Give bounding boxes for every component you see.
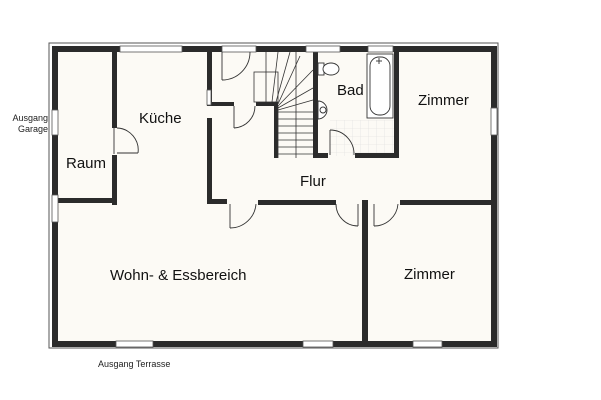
- toilet-icon: [317, 62, 340, 76]
- windows: [51, 45, 498, 348]
- garage-exit-label: Ausgang Garage: [6, 113, 48, 135]
- bathroom-tiles: [330, 120, 398, 156]
- doors: [113, 51, 399, 229]
- room-label-flur: Flur: [300, 173, 326, 190]
- staircase-icon: [253, 51, 314, 158]
- room-label-zimmer-top: Zimmer: [418, 92, 469, 109]
- room-label-wohn-essbereich: Wohn- & Essbereich: [110, 267, 247, 284]
- bathtub-icon: [366, 53, 394, 119]
- outer-frame: [48, 42, 499, 349]
- sink-icon: [317, 100, 328, 120]
- room-label-zimmer-bottom: Zimmer: [404, 266, 455, 283]
- floor-area: [55, 50, 493, 343]
- room-label-raum: Raum: [66, 155, 107, 172]
- garage-exit-line1: Ausgang: [12, 113, 48, 123]
- terrace-exit-label: Ausgang Terrasse: [98, 359, 171, 369]
- room-label-bad: Bad: [337, 82, 364, 99]
- room-label-kueche: Küche: [139, 110, 182, 127]
- walls: [52, 46, 497, 347]
- garage-exit-line2: Garage: [17, 124, 48, 134]
